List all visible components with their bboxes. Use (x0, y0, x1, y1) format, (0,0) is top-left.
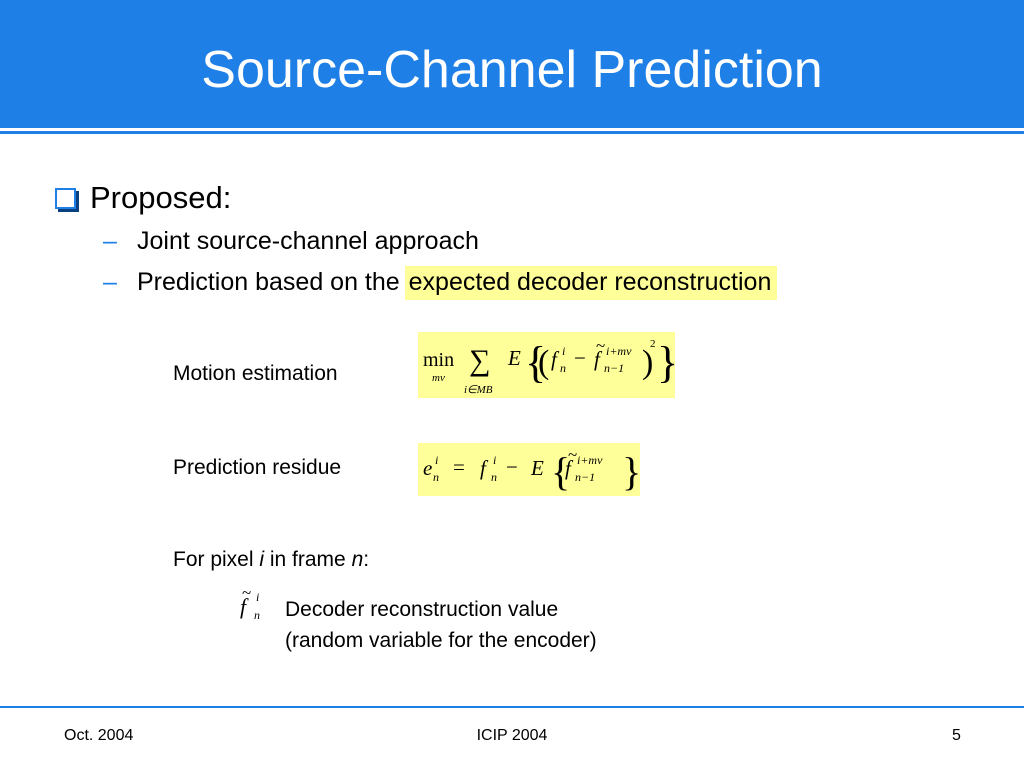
eq2-ftilde: f (565, 456, 574, 480)
prediction-residue-equation: e i n = f i n − E { f ~ i+mv n−1 } (418, 443, 640, 496)
eq2-e: e (423, 456, 432, 480)
ftilde-sub: n (254, 608, 260, 622)
eq-ftilde: f (594, 347, 603, 371)
eq2-brace-right: } (622, 449, 640, 494)
eq-paren-left: ( (538, 344, 549, 381)
motion-estimation-equation: min mv ∑ i∈MB E { ( f i n − f ~ i+mv n−1… (418, 332, 675, 398)
eq2-f-sup: i (493, 453, 496, 467)
decoder-line-1: Decoder reconstruction value (285, 598, 559, 621)
dash-icon: – (103, 268, 117, 296)
eq-f-sup: i (562, 344, 565, 358)
title-bar (0, 0, 1024, 128)
eq2-f-sub: n (491, 470, 497, 484)
eq-f: f (551, 347, 560, 371)
pixel-note-i: i (259, 548, 265, 571)
eq2-tilde: ~ (568, 445, 577, 464)
subbullet-joint: –Joint source-channel approach (103, 225, 479, 257)
eq2-f: f (480, 456, 489, 480)
ftilde-tilde: ~ (242, 583, 251, 602)
highlighted-phrase: expected decoder reconstruction (404, 266, 778, 300)
eq2-e-sub: n (433, 470, 439, 484)
eq-min: min (423, 349, 454, 371)
ftilde-sup: i (256, 590, 259, 604)
eq2-ftilde-sub: n−1 (575, 470, 595, 484)
eq-sum-sub: i∈MB (464, 384, 493, 396)
pixel-note-n: n (351, 548, 364, 571)
ftilde-symbol: f ~ i n (232, 582, 272, 626)
eq-brace-left: { (525, 338, 546, 387)
eq2-E: E (530, 456, 544, 480)
eq-f-sub: n (560, 361, 566, 375)
pixel-note: For pixel i in frame n: (173, 546, 369, 574)
checkbox-bullet-icon (55, 187, 76, 209)
prediction-residue-label: Prediction residue (173, 456, 342, 479)
motion-estimation-label: Motion estimation (173, 362, 338, 385)
pixel-note-middle: in frame (264, 548, 352, 571)
eq-minus: − (574, 346, 586, 370)
eq2-e-sup: i (435, 453, 438, 467)
eq-square: 2 (650, 338, 656, 350)
pixel-note-prefix: For pixel (173, 548, 260, 571)
eq2-ftilde-sup: i+mv (577, 453, 603, 467)
eq-ftilde-sup: i+mv (606, 344, 632, 358)
eq-E: E (507, 346, 521, 370)
eq2-minus: − (506, 455, 518, 479)
eq-brace-right: } (657, 338, 675, 387)
pixel-note-suffix: : (363, 548, 370, 571)
eq2-equals: = (453, 455, 465, 479)
eq-ftilde-sub: n−1 (604, 361, 624, 375)
slide-title: Source-Channel Prediction (201, 41, 823, 99)
eq2-brace-left: { (551, 449, 570, 494)
eq-paren-right: ) (642, 344, 653, 381)
footer-divider (0, 706, 1024, 708)
eq-tilde: ~ (596, 336, 605, 355)
eq-sum-icon: ∑ (469, 344, 490, 377)
subbullet-prediction: –Prediction based on the expected decode… (103, 266, 778, 300)
title-underline (0, 131, 1024, 134)
footer-page-number: 5 (952, 727, 961, 744)
subbullet-prediction-text: Prediction based on the (137, 268, 407, 296)
subbullet-joint-text: Joint source-channel approach (137, 227, 479, 255)
eq-min-sub: mv (432, 372, 445, 384)
footer-conference: ICIP 2004 (476, 727, 548, 744)
dash-icon: – (103, 227, 117, 255)
ftilde-f: f (240, 594, 249, 619)
footer-date: Oct. 2004 (64, 727, 134, 744)
bullet-proposed: Proposed: (55, 178, 231, 218)
decoder-line-2: (random variable for the encoder) (285, 629, 597, 652)
bullet-proposed-label: Proposed: (90, 180, 232, 215)
